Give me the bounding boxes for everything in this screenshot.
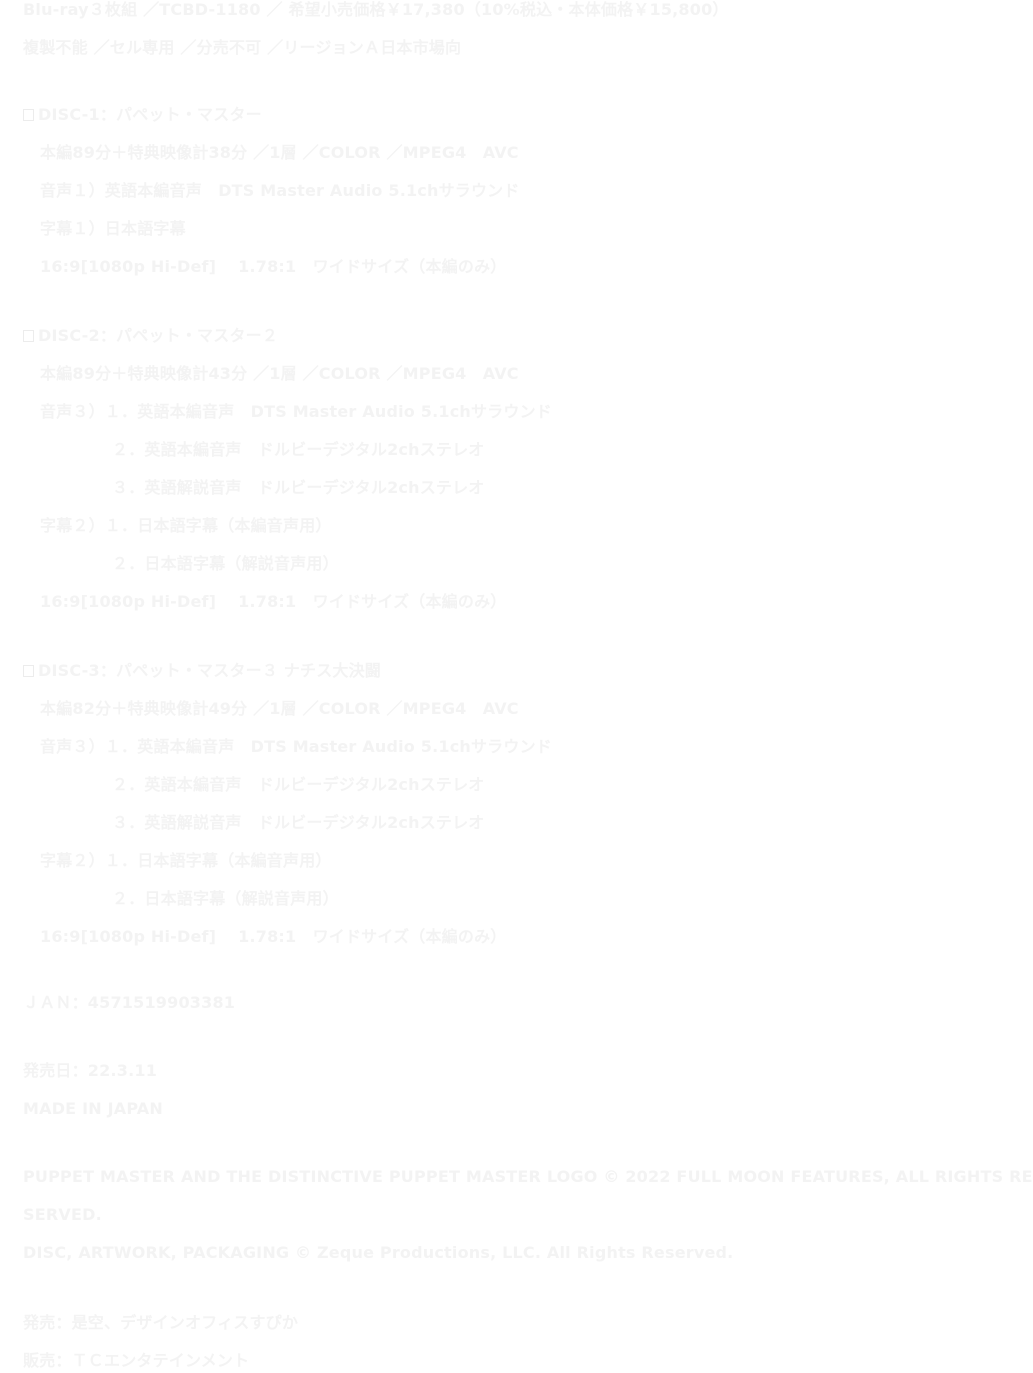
jan-code: ＪＡＮ：4571519903381 — [23, 993, 236, 1012]
disc-audio: 音声３）１．英語本編音声 DTS Master Audio 5.1chサラウンド — [40, 402, 552, 421]
disc-subtitles: ２．日本語字幕（解説音声用） — [112, 554, 339, 573]
distributor-credit: 販売：ＴＣエンタテインメント — [23, 1351, 250, 1370]
copyright-line-1: PUPPET MASTER AND THE DISTINCTIVE PUPPET… — [23, 1167, 1033, 1186]
made-in: MADE IN JAPAN — [23, 1099, 163, 1118]
box-icon — [23, 330, 34, 342]
disc-audio: ３．英語解説音声 ドルビーデジタル2chステレオ — [112, 813, 485, 832]
disc-format: 16:9[1080p Hi-Def] 1.78:1 ワイドサイズ（本編のみ） — [40, 257, 507, 276]
disc-3-heading: DISC-3：パペット・マスター３ ナチス大決闘 — [23, 659, 381, 683]
disc-format: 16:9[1080p Hi-Def] 1.78:1 ワイドサイズ（本編のみ） — [40, 592, 507, 611]
disc-title: DISC-1：パペット・マスター — [38, 105, 262, 124]
disc-audio: ２．英語本編音声 ドルビーデジタル2chステレオ — [112, 440, 485, 459]
publisher-credit: 発売：是空、デザインオフィスすぴか — [23, 1313, 299, 1332]
box-icon — [23, 665, 34, 677]
disc-runtime: 本編89分＋特典映像計43分 ／1層 ／COLOR ／MPEG4 AVC — [40, 364, 519, 383]
disc-runtime: 本編82分＋特典映像計49分 ／1層 ／COLOR ／MPEG4 AVC — [40, 699, 519, 718]
disc-audio: 音声１）英語本編音声 DTS Master Audio 5.1chサラウンド — [40, 181, 520, 200]
disc-runtime: 本編89分＋特典映像計38分 ／1層 ／COLOR ／MPEG4 AVC — [40, 143, 519, 162]
disc-format: 16:9[1080p Hi-Def] 1.78:1 ワイドサイズ（本編のみ） — [40, 927, 507, 946]
disc-title: DISC-2：パペット・マスター２ — [38, 326, 279, 345]
header-line-1: Blu-ray３枚組 ／TCBD-1180 ／ 希望小売価格￥17,380（10… — [23, 0, 729, 19]
disc-audio: ３．英語解説音声 ドルビーデジタル2chステレオ — [112, 478, 485, 497]
copyright-line-3: DISC, ARTWORK, PACKAGING © Zeque Product… — [23, 1243, 734, 1262]
disc-2-heading: DISC-2：パペット・マスター２ — [23, 324, 278, 348]
disc-1-heading: DISC-1：パペット・マスター — [23, 103, 262, 127]
disc-audio: ２．英語本編音声 ドルビーデジタル2chステレオ — [112, 775, 485, 794]
disc-subtitles: 字幕２）１．日本語字幕（本編音声用） — [40, 516, 332, 535]
disc-subtitles: 字幕２）１．日本語字幕（本編音声用） — [40, 851, 332, 870]
disc-subtitles: ２．日本語字幕（解説音声用） — [112, 889, 339, 908]
disc-title: DISC-3：パペット・マスター３ ナチス大決闘 — [38, 661, 382, 680]
header-line-2: 複製不能 ／セル専用 ／分売不可 ／リージョンＡ日本市場向 — [23, 38, 462, 57]
release-date: 発売日：22.3.11 — [23, 1061, 158, 1080]
disc-audio: 音声３）１．英語本編音声 DTS Master Audio 5.1chサラウンド — [40, 737, 552, 756]
disc-subtitles: 字幕１）日本語字幕 — [40, 219, 186, 238]
box-icon — [23, 109, 34, 121]
copyright-line-2: SERVED. — [23, 1205, 102, 1224]
